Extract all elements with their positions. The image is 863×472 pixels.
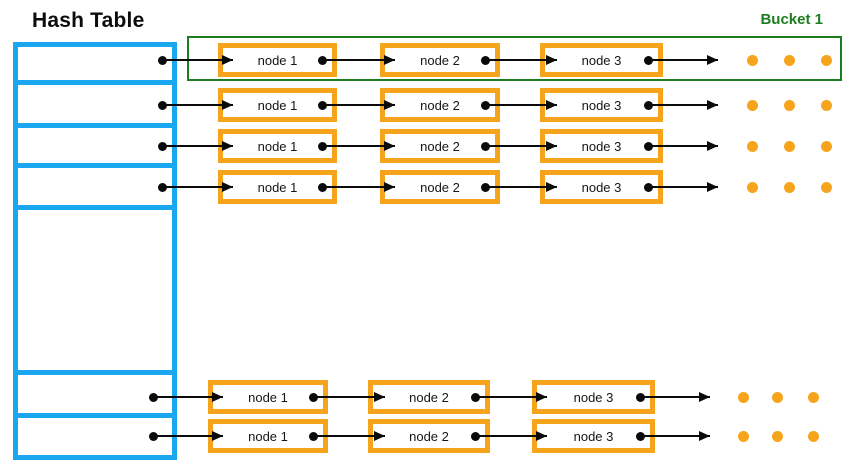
cell-divider <box>18 163 172 168</box>
node-label: node 3 <box>581 138 622 154</box>
horizontal-ellipsis-icon <box>808 392 819 403</box>
horizontal-ellipsis-icon <box>784 100 795 111</box>
node-label: node 2 <box>420 52 460 68</box>
node-box: node 1 <box>208 419 328 453</box>
node-label: node 2 <box>420 97 460 113</box>
pointer-arrow <box>644 141 718 151</box>
node-label: node 1 <box>248 428 288 444</box>
horizontal-ellipsis-icon <box>747 141 758 152</box>
cell-divider <box>18 80 172 85</box>
pointer-arrow <box>644 55 718 65</box>
pointer-arrow <box>158 141 233 151</box>
pointer-arrow <box>481 100 557 110</box>
horizontal-ellipsis-icon <box>738 431 749 442</box>
horizontal-ellipsis-icon <box>821 55 832 66</box>
node-label: node 2 <box>420 179 460 195</box>
pointer-arrow <box>471 431 547 441</box>
pointer-arrow <box>481 55 557 65</box>
node-label: node 1 <box>257 97 298 113</box>
cell-divider <box>18 205 172 210</box>
cell-divider <box>18 370 172 375</box>
node-label: node 1 <box>257 52 298 68</box>
node-label: node 3 <box>581 52 622 68</box>
node-label: node 3 <box>573 428 614 444</box>
node-label: node 1 <box>257 179 298 195</box>
node-label: node 1 <box>248 389 288 405</box>
bucket-label: Bucket 1 <box>760 11 823 28</box>
node-label: node 2 <box>409 428 449 444</box>
pointer-arrow <box>471 392 547 402</box>
node-label: node 2 <box>420 138 460 154</box>
horizontal-ellipsis-icon <box>821 141 832 152</box>
pointer-arrow <box>318 100 395 110</box>
cell-divider <box>18 413 172 418</box>
node-label: node 3 <box>581 97 622 113</box>
horizontal-ellipsis-icon <box>808 431 819 442</box>
node-label: node 3 <box>581 179 622 195</box>
horizontal-ellipsis-icon <box>747 100 758 111</box>
node-label: node 3 <box>573 389 614 405</box>
horizontal-ellipsis-icon <box>784 182 795 193</box>
node-box: node 2 <box>380 129 500 163</box>
horizontal-ellipsis-icon <box>821 100 832 111</box>
node-label: node 1 <box>257 138 298 154</box>
horizontal-ellipsis-icon <box>772 431 783 442</box>
bucket-outline <box>187 36 842 81</box>
diagram-title: Hash Table <box>32 9 145 32</box>
pointer-arrow <box>158 55 233 65</box>
pointer-arrow <box>636 431 710 441</box>
pointer-arrow <box>318 182 395 192</box>
horizontal-ellipsis-icon <box>784 141 795 152</box>
node-box: node 1 <box>218 43 337 77</box>
horizontal-ellipsis-icon <box>738 392 749 403</box>
pointer-arrow <box>318 55 395 65</box>
pointer-arrow <box>309 392 385 402</box>
pointer-arrow <box>481 141 557 151</box>
pointer-arrow <box>158 182 233 192</box>
node-label: node 2 <box>409 389 449 405</box>
horizontal-ellipsis-icon <box>772 392 783 403</box>
pointer-arrow <box>149 392 223 402</box>
pointer-arrow <box>318 141 395 151</box>
horizontal-ellipsis-icon <box>821 182 832 193</box>
node-box: node 3 <box>532 419 655 453</box>
cell-divider <box>18 123 172 128</box>
horizontal-ellipsis-icon <box>747 182 758 193</box>
pointer-arrow <box>149 431 223 441</box>
pointer-arrow <box>644 100 718 110</box>
pointer-arrow <box>309 431 385 441</box>
node-box: node 1 <box>218 88 337 122</box>
pointer-arrow <box>481 182 557 192</box>
pointer-arrow <box>636 392 710 402</box>
pointer-arrow <box>158 100 233 110</box>
hash-table <box>13 42 177 460</box>
pointer-arrow <box>644 182 718 192</box>
horizontal-ellipsis-icon <box>784 55 795 66</box>
horizontal-ellipsis-icon <box>747 55 758 66</box>
